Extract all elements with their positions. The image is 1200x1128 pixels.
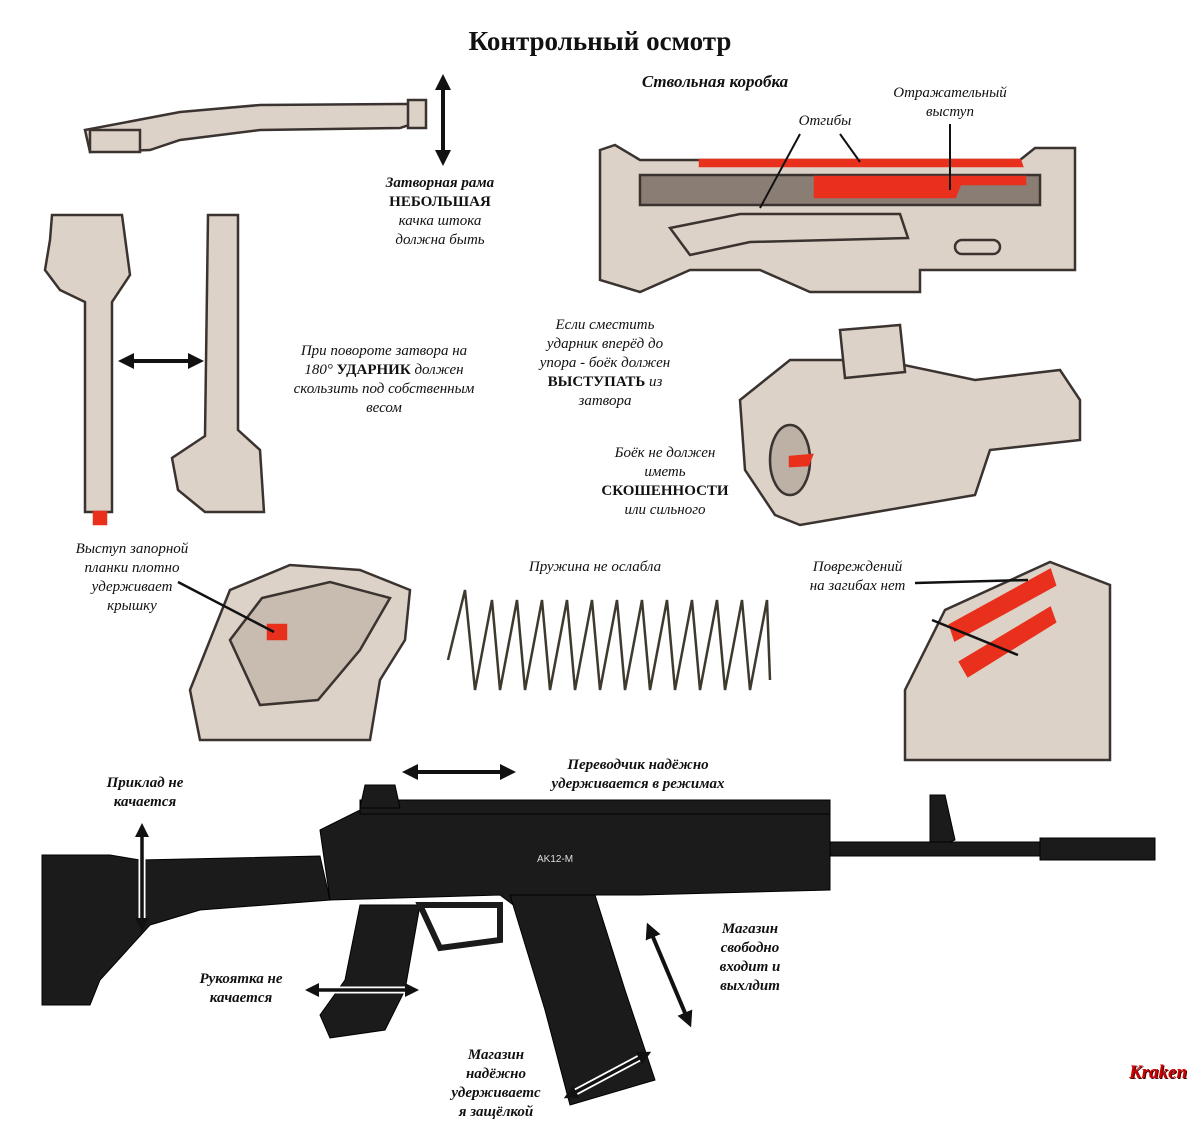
- label-grip: Рукоятка не качается: [176, 970, 306, 1008]
- label-carrier-line4: должна быть: [395, 232, 485, 248]
- label-mag-in-line2: свободно: [720, 940, 780, 956]
- label-stock-line2: качается: [113, 794, 177, 810]
- label-carrier: Затворная рама НЕБОЛЬШАЯ качка штока дол…: [360, 174, 520, 250]
- label-carrier-line1: Затворная рама: [385, 175, 495, 191]
- label-mag-hold-line2: надёжно: [465, 1066, 527, 1082]
- bends-pointer: [759, 133, 801, 209]
- label-latch-line1: Выступ запорной: [75, 541, 189, 557]
- latch-pointer: [177, 580, 275, 634]
- label-selector: Переводчик надёжно удерживается в режима…: [518, 756, 758, 794]
- label-magazine-latch: Магазин надёжно удерживаетс я защёлкой: [436, 1046, 556, 1122]
- label-wear-line3: СКОШЕННОСТИ: [575, 482, 755, 501]
- label-wear-line4: или сильного: [624, 502, 706, 518]
- magazine-latch-arrow-inner: [563, 1051, 652, 1099]
- label-rotation-line4: весом: [366, 400, 402, 416]
- label-rotation-emphasis: УДАРНИК: [336, 362, 411, 378]
- damage-pointer-1: [914, 578, 1029, 585]
- label-rotation-line3: скользить под собственным: [293, 381, 475, 397]
- label-latch-line2: планки плотно: [84, 560, 180, 576]
- receiver-illustration: [598, 143, 1077, 294]
- label-protrude-line5: затвора: [578, 393, 632, 409]
- label-latch: Выступ запорной планки плотно удерживает…: [52, 540, 212, 616]
- label-mag-hold-line3: удерживаетс: [451, 1085, 541, 1101]
- magazine-latch-illustration: [188, 563, 412, 742]
- label-rotation-line1: При повороте затвора на: [300, 343, 468, 359]
- damage-pointer-2: [931, 618, 1019, 657]
- label-magazine-insert: Магазин свободно входит и выхлдит: [700, 920, 800, 996]
- label-mag-in-line3: входит и: [719, 959, 781, 975]
- label-striker-wear: Боёк не должен иметь СКОШЕННОСТИ или сил…: [575, 444, 755, 520]
- label-protrude-line3: упора - боёк должен: [539, 355, 671, 371]
- label-grip-line2: качается: [209, 990, 273, 1006]
- rifle-marking: AK12-M: [537, 854, 573, 865]
- label-carrier-line3: качка штока: [398, 213, 482, 229]
- label-lip-damage: Повреждений на загибах нет: [785, 558, 930, 596]
- bolt-face-illustration: [738, 323, 1082, 527]
- label-carrier-line2: НЕБОЛЬШАЯ: [360, 193, 520, 212]
- label-damage-line1: Повреждений: [812, 559, 903, 575]
- label-rotation-line2: 180° УДАРНИК должен: [272, 361, 496, 380]
- kraken-logo: Kraken: [1128, 1062, 1188, 1083]
- page-title: Контрольный осмотр: [468, 26, 732, 56]
- label-protrude-line2: ударник вперёд до: [546, 336, 664, 352]
- label-reflector-line2: выступ: [926, 104, 974, 120]
- label-rotation-angle: 180°: [304, 362, 333, 378]
- label-bends: Отгибы: [798, 113, 852, 129]
- magazine-insert-arrow: [645, 922, 693, 1028]
- label-reflector-line1: Отражательный: [893, 85, 1007, 101]
- label-carrier-emphasis: НЕБОЛЬШАЯ: [389, 194, 491, 210]
- bolt-illustration-right: [170, 213, 266, 514]
- label-protrude-emphasis: ВЫСТУПАТЬ: [547, 374, 646, 390]
- label-receiver: Ствольная коробка: [641, 72, 789, 91]
- label-reflector: Отражательный выступ: [870, 84, 1030, 122]
- label-latch-line3: удерживает: [91, 579, 173, 595]
- label-firing-pin-rotation: При повороте затвора на 180° УДАРНИК дол…: [272, 342, 496, 418]
- label-spring: Пружина не ослабла: [528, 559, 662, 575]
- label-wear-line1: Боёк не должен: [614, 445, 716, 461]
- label-grip-line1: Рукоятка не: [199, 971, 283, 987]
- label-mag-in-line4: выхлдит: [720, 978, 780, 994]
- label-protrude-line4: ВЫСТУПАТЬ из: [505, 373, 705, 392]
- bolt-illustration-left: [43, 213, 132, 526]
- label-rotation-word: должен: [414, 362, 464, 378]
- label-selector-line1: Переводчик надёжно: [567, 757, 709, 773]
- label-protrude-word: из: [649, 374, 663, 390]
- label-stock: Приклад не качается: [80, 774, 210, 812]
- label-striker-protrude: Если сместить ударник вперёд до упора - …: [505, 316, 705, 411]
- spring-illustration: [446, 589, 772, 691]
- bolt-carrier-illustration: [83, 98, 428, 154]
- label-wear-line2: иметь: [644, 464, 686, 480]
- label-mag-hold-line4: я защёлкой: [458, 1104, 534, 1120]
- label-mag-in-line1: Магазин: [721, 921, 779, 937]
- rifle-illustration: [41, 784, 1156, 1106]
- magazine-lips-illustration: [903, 560, 1112, 762]
- label-latch-line4: крышку: [107, 598, 157, 614]
- label-mag-hold-line1: Магазин: [467, 1047, 525, 1063]
- label-wear-emphasis: СКОШЕННОСТИ: [601, 483, 729, 499]
- bends-pointer-2: [839, 133, 861, 163]
- label-selector-line2: удерживается в режимах: [551, 776, 725, 792]
- label-protrude-line1: Если сместить: [555, 317, 655, 333]
- label-damage-line2: на загибах нет: [809, 578, 906, 594]
- label-stock-line1: Приклад не: [106, 775, 184, 791]
